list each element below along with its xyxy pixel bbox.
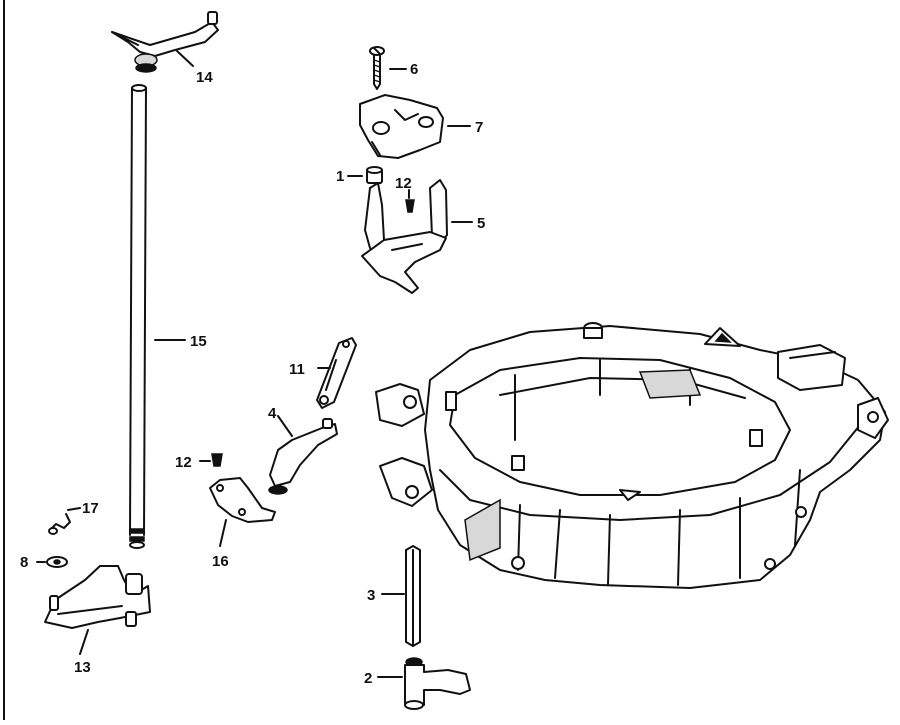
callout-4: 4 [268, 405, 277, 422]
callout-6: 6 [410, 61, 418, 78]
callout-11: 11 [289, 361, 305, 378]
part-8-washer [46, 556, 68, 568]
leader-lines [36, 50, 473, 678]
part-16-plate [209, 477, 276, 523]
part-4-lever [268, 418, 338, 495]
callout-16: 16 [212, 553, 229, 570]
callout-12-upper: 12 [395, 175, 412, 192]
callout-1: 1 [336, 168, 344, 185]
part-2-cam [404, 657, 471, 710]
part-7-bracket [359, 94, 444, 159]
part-14-lever [111, 11, 219, 73]
part-1-bushing [366, 166, 383, 184]
part-13-lever [44, 565, 151, 629]
callout-12-lower: 12 [175, 454, 192, 471]
callout-2: 2 [364, 670, 372, 687]
callout-7: 7 [475, 119, 483, 136]
part-housing [375, 322, 889, 589]
part-6-screw [369, 46, 385, 90]
part-3-shaft [405, 545, 421, 647]
callout-labels: 14 6 7 1 12 5 15 11 4 12 16 17 8 13 3 2 [20, 61, 485, 687]
part-15-rod [129, 84, 147, 549]
callout-13: 13 [74, 659, 91, 676]
part-17-clip [48, 513, 71, 535]
callout-8: 8 [20, 554, 28, 571]
part-12-screw-lower [211, 453, 223, 467]
callout-14: 14 [196, 69, 213, 86]
callout-17: 17 [82, 500, 99, 517]
part-11-link [316, 337, 357, 409]
part-5-bracket [361, 179, 448, 294]
part-12-screw-upper [405, 199, 415, 213]
callout-5: 5 [477, 215, 485, 232]
callout-3: 3 [367, 587, 375, 604]
callout-15: 15 [190, 333, 207, 350]
